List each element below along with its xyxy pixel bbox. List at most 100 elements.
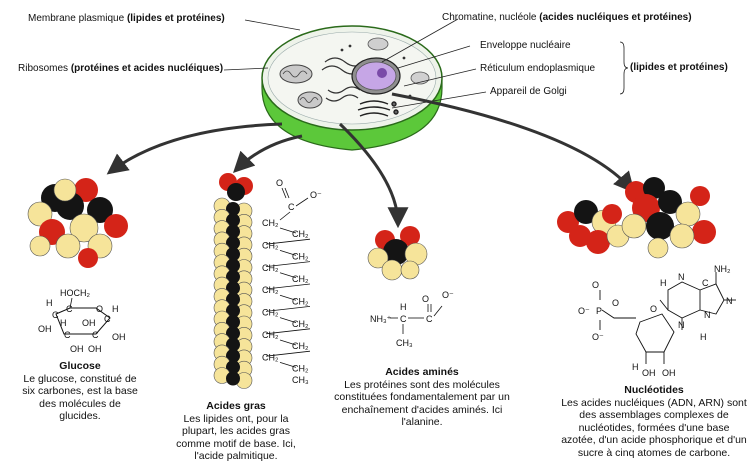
bond: [279, 317, 297, 323]
svg-text:C: C: [92, 330, 99, 340]
svg-text:O⁻: O⁻: [592, 332, 604, 342]
bond: [265, 328, 311, 335]
formula-text: CH₂: [262, 330, 279, 340]
svg-text:OH: OH: [38, 324, 52, 334]
bond: [295, 197, 309, 207]
cell: [261, 25, 443, 151]
bond: [265, 350, 311, 357]
palmitic-formula: OO⁻CCH₂CH₂CH₂CH₂CH₂CH₂CH₂CH₂CH₂CH₂CH₂CH₂…: [262, 178, 322, 385]
svg-text:OH: OH: [662, 368, 676, 378]
svg-text:CH₃: CH₃: [396, 338, 413, 348]
bond: [279, 362, 297, 368]
bond: [279, 339, 297, 346]
atom: [226, 292, 240, 307]
atom: [226, 303, 240, 318]
nucleotide-model: [557, 177, 716, 259]
label-reticulum: Réticulum endoplasmique: [480, 63, 596, 74]
nucleus: [351, 57, 401, 95]
atom: [226, 281, 240, 296]
atom: [226, 315, 240, 329]
nucleotide-formula-text: O O⁻ P O O⁻ H N C NH₂ N N N O H H OH OH: [578, 264, 733, 378]
alanine-model: [367, 226, 428, 281]
caption-acides-amines: Acides aminés Les protéines sont des mol…: [334, 366, 510, 428]
svg-text:H: H: [660, 278, 667, 288]
atom: [226, 326, 240, 341]
formula-text: CH₂: [262, 240, 279, 250]
formula-text: C: [288, 202, 295, 212]
label-ribosomes: Ribosomes (protéines et acides nucléique…: [18, 63, 224, 74]
mitochondrion: [279, 64, 313, 84]
label-chromatine: Chromatine, nucléole (acides nucléiques …: [442, 12, 692, 23]
nucleolus: [377, 68, 387, 78]
bond: [265, 238, 311, 245]
formula-text: CH₂: [292, 296, 309, 306]
bond: [265, 261, 311, 267]
svg-text:O: O: [592, 280, 599, 290]
svg-text:HOCH₂: HOCH₂: [60, 288, 90, 298]
atom: [226, 224, 240, 239]
bond: [281, 187, 287, 199]
svg-text:N: N: [678, 320, 685, 330]
bond: [265, 283, 311, 290]
svg-text:NH₃⁺: NH₃⁺: [370, 314, 392, 324]
bond: [284, 187, 290, 199]
caption-glucose: Glucose Le glucose, constitué de six car…: [22, 360, 138, 422]
svg-text:H: H: [60, 318, 67, 328]
svg-text:N: N: [678, 272, 685, 282]
svg-text:N: N: [704, 310, 711, 320]
bond: [279, 250, 297, 256]
svg-text:H: H: [400, 302, 407, 312]
bond: [279, 227, 297, 234]
formula-text: CH₂: [292, 319, 309, 329]
mitochondrion: [297, 91, 323, 109]
svg-text:C: C: [426, 314, 433, 324]
bond: [265, 306, 311, 312]
formula-text: CH₂: [292, 364, 309, 374]
svg-text:H: H: [632, 362, 639, 372]
formula-text: CH₂: [292, 229, 309, 239]
atom: [227, 183, 245, 201]
bond: [279, 272, 297, 279]
svg-text:C: C: [104, 314, 111, 324]
formula-text: CH₂: [292, 252, 309, 262]
svg-text:O: O: [422, 294, 429, 304]
glucose-model: [27, 178, 128, 268]
atom: [226, 213, 240, 228]
bond: [279, 294, 297, 301]
atom: [226, 258, 240, 273]
label-golgi: Appareil de Golgi: [490, 86, 567, 97]
alanine-formula: O⁻ O NH₃⁺ C C H CH₃: [370, 290, 454, 348]
svg-text:OH: OH: [82, 318, 96, 328]
svg-text:OH: OH: [70, 344, 84, 354]
label-enveloppe: Enveloppe nucléaire: [480, 40, 571, 51]
leader-lines: [223, 18, 629, 109]
atom: [226, 269, 240, 284]
svg-text:C: C: [64, 330, 71, 340]
golgi-apparatus: [357, 100, 399, 117]
atom: [226, 348, 240, 363]
svg-text:O: O: [612, 298, 619, 308]
formula-text: CH₃: [292, 375, 309, 385]
glucose-formula: HOCH₂ C O C C C C H OH OH OH OH H H OH: [38, 288, 126, 354]
atom: [226, 202, 240, 216]
svg-text:P: P: [596, 306, 602, 316]
svg-text:OH: OH: [112, 332, 126, 342]
atom: [226, 371, 240, 386]
formula-text: O⁻: [310, 190, 322, 200]
svg-text:C: C: [400, 314, 407, 324]
bond: [279, 211, 291, 221]
fatty-acid-model: [213, 173, 253, 389]
formula-text: CH₂: [262, 285, 279, 295]
atom: [226, 247, 240, 262]
arrows: [106, 92, 635, 229]
svg-text:O⁻: O⁻: [442, 290, 454, 300]
atom: [226, 360, 240, 375]
svg-text:N: N: [726, 296, 733, 306]
formula-text: CH₂: [262, 218, 279, 228]
caption-acides-gras: Acides gras Les lipides ont, pour la plu…: [176, 400, 296, 462]
formula-text: CH₂: [262, 263, 279, 273]
svg-text:H: H: [700, 332, 707, 342]
formula-text: CH₂: [262, 308, 279, 318]
caption-nucleotides: Nucléotides Les acides nucléiques (ADN, …: [561, 384, 747, 459]
